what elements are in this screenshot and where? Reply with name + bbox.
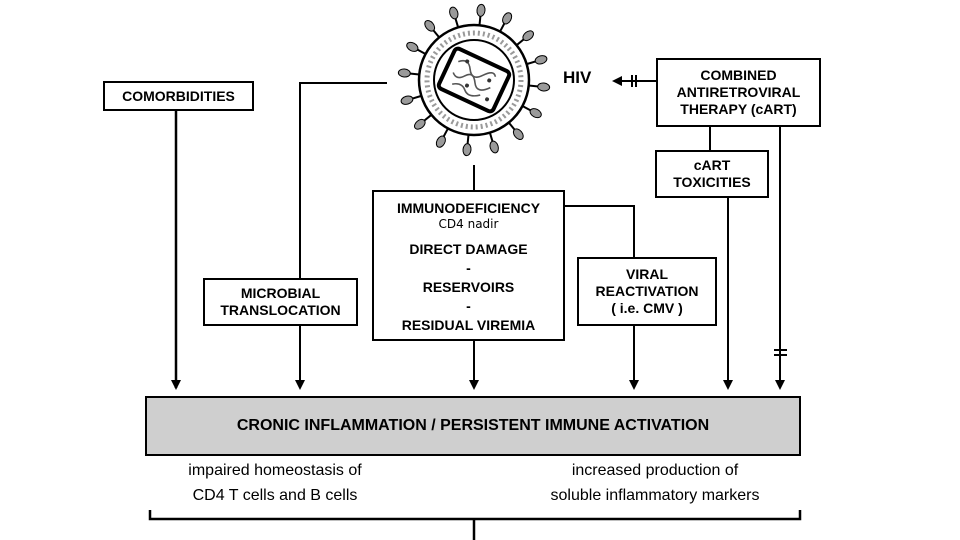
outcome-right: increased production of soluble inflamma… xyxy=(520,458,790,508)
inflammation-label: CRONIC INFLAMMATION / PERSISTENT IMMUNE … xyxy=(236,417,710,434)
separator-1: - xyxy=(466,260,471,276)
cart-line-3: THERAPY (cART) xyxy=(680,101,797,117)
comorbidities-box: COMORBIDITIES xyxy=(103,81,254,111)
hiv-label: HIV xyxy=(563,68,592,87)
microbial-translocation-box: MICROBIAL TRANSLOCATION xyxy=(203,278,358,326)
viral-line-1: VIRAL xyxy=(626,266,668,282)
reservoirs-label: RESERVOIRS xyxy=(422,279,515,295)
direct-damage-label: DIRECT DAMAGE xyxy=(409,241,528,257)
cd4-nadir-label: CD4 nadir xyxy=(438,217,499,231)
immunodeficiency-box: IMMUNODEFICIENCY CD4 nadir DIRECT DAMAGE… xyxy=(372,190,565,341)
outcome-right-line-1: increased production of xyxy=(571,462,739,479)
outcome-left: impaired homeostasis of CD4 T cells and … xyxy=(150,458,400,508)
outcome-brace xyxy=(148,510,802,521)
immunodeficiency-title: IMMUNODEFICIENCY xyxy=(396,200,541,216)
comorbidities-label: COMORBIDITIES xyxy=(122,87,235,104)
inflammation-box: CRONIC INFLAMMATION / PERSISTENT IMMUNE … xyxy=(145,396,801,456)
cart-line-1: COMBINED xyxy=(700,67,777,83)
cart-box: COMBINED ANTIRETROVIRAL THERAPY (cART) xyxy=(656,58,821,127)
hiv-virus-icon xyxy=(397,3,551,157)
toxicities-line-1: cART xyxy=(693,157,731,173)
microbial-line-1: MICROBIAL xyxy=(240,285,321,301)
cart-line-2: ANTIRETROVIRAL xyxy=(676,84,801,100)
viral-line-3: ( i.e. CMV ) xyxy=(611,300,683,316)
separator-2: - xyxy=(466,298,471,314)
viral-reactivation-box: VIRAL REACTIVATION ( i.e. CMV ) xyxy=(577,257,717,326)
outcome-left-line-2: CD4 T cells and B cells xyxy=(192,487,358,504)
viral-line-2: REACTIVATION xyxy=(595,283,699,299)
cart-toxicities-box: cART TOXICITIES xyxy=(655,150,769,198)
microbial-line-2: TRANSLOCATION xyxy=(220,302,341,318)
outcome-left-line-1: impaired homeostasis of xyxy=(188,462,362,479)
viral-reactivation-line xyxy=(565,205,639,390)
residual-viremia-label: RESIDUAL VIREMIA xyxy=(401,317,536,333)
toxicities-line-2: TOXICITIES xyxy=(673,174,751,190)
outcome-right-line-2: soluble inflammatory markers xyxy=(550,487,760,504)
